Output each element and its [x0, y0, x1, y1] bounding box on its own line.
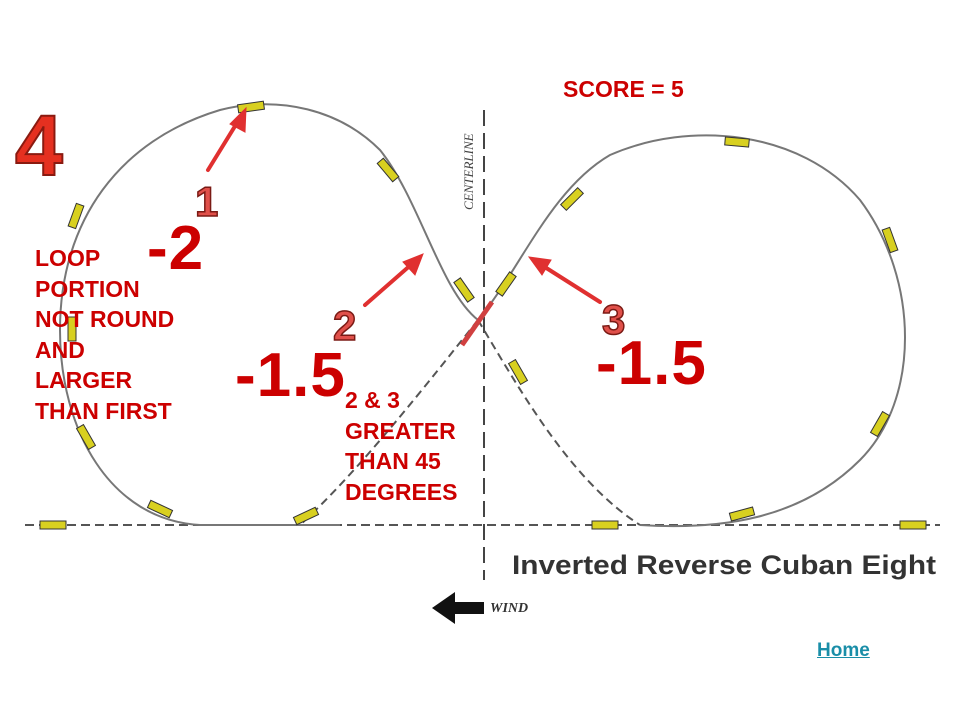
- note-line: THAN FIRST: [35, 397, 172, 424]
- aircraft-marker: [591, 520, 619, 530]
- crossing-red-line: [459, 300, 495, 347]
- note-line: NOT ROUND: [35, 306, 175, 332]
- aircraft-marker: [881, 226, 899, 254]
- aircraft-marker: [237, 100, 265, 114]
- aircraft-marker: [39, 520, 67, 530]
- deduction-line-2: -1.5: [235, 341, 346, 410]
- note-line: THAN 45: [345, 448, 441, 474]
- note-line: LOOP: [35, 245, 101, 271]
- angle-deduction-note: 2 & 3 GREATER THAN 45 DEGREES: [345, 385, 515, 507]
- callout-number-1: 1: [195, 178, 218, 225]
- arrowhead-icon: [402, 253, 424, 276]
- wind-arrow-icon: [432, 592, 484, 624]
- note-line: AND: [35, 336, 85, 363]
- aircraft-marker: [75, 423, 97, 451]
- note-line: 2 & 3: [345, 387, 400, 413]
- callout-arrow-2: [363, 261, 415, 307]
- home-link[interactable]: Home: [817, 640, 870, 661]
- aircraft-marker: [453, 277, 475, 303]
- note-line: GREATER: [345, 417, 456, 444]
- note-line: DEGREES: [345, 478, 458, 505]
- right-loop-path: [477, 134, 906, 528]
- aircraft-marker: [146, 499, 174, 519]
- aircraft-marker: [67, 202, 85, 230]
- arrowhead-icon: [229, 106, 247, 133]
- note-line: LARGER: [35, 367, 133, 393]
- aircraft-marker: [495, 271, 517, 297]
- downline-dashed-2: [477, 319, 641, 526]
- aircraft-marker: [899, 520, 927, 530]
- score-label: SCORE = 5: [563, 76, 684, 102]
- aircraft-marker: [724, 136, 750, 148]
- callout-number-2: 2: [333, 302, 356, 349]
- loop-deduction-note: LOOP PORTION NOT ROUND AND LARGER THAN F…: [35, 243, 235, 426]
- aircraft-marker: [559, 186, 585, 212]
- deduction-line-3: -1.5: [596, 329, 707, 398]
- arrowhead-icon: [527, 256, 552, 276]
- aircraft-marker: [869, 410, 891, 438]
- deduction-loop: -2: [147, 214, 205, 283]
- aircraft-marker: [507, 358, 529, 386]
- aircraft-marker: [728, 506, 756, 522]
- note-line: PORTION: [35, 275, 140, 302]
- wind-label: WIND: [490, 601, 528, 616]
- downline-dashed: [299, 319, 479, 526]
- maneuver-number: 4: [15, 98, 63, 194]
- aircraft-marker: [376, 157, 400, 183]
- aircraft-marker: [67, 316, 77, 342]
- callout-number-3: 3: [602, 296, 625, 343]
- callout-arrow-3: [538, 262, 602, 304]
- aircraft-marker: [292, 506, 320, 526]
- figure-title: Inverted Reverse Cuban Eight: [512, 550, 936, 580]
- centerline-label: CENTERLINE: [461, 133, 476, 210]
